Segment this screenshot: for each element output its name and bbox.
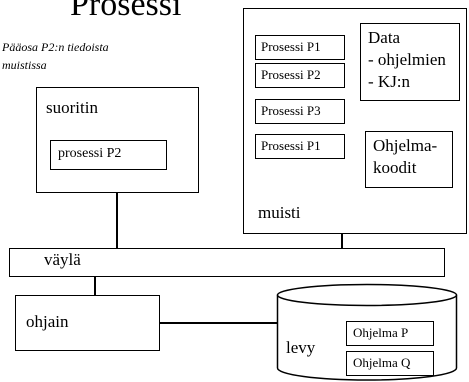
disk-program-p	[346, 321, 434, 346]
memory-process-3-label: Prosessi P3	[261, 103, 321, 118]
bus-bar	[9, 248, 445, 277]
memory-process-2-label: Prosessi P2	[261, 67, 321, 82]
cpu-bus-connector	[116, 193, 118, 249]
controller-label: ohjain	[26, 312, 69, 331]
slide-title: Prosessi	[70, 0, 182, 23]
disk-program-p-label: Ohjelma P	[353, 325, 409, 340]
cpu-label: suoritin	[46, 98, 98, 117]
memory-code-line-1: Ohjelma-	[373, 136, 438, 155]
cpu-process-label: prosessi P2	[58, 146, 122, 161]
memory-code-box	[365, 131, 453, 188]
memory-code-line-2: koodit	[373, 158, 417, 177]
cpu-process-box	[50, 140, 167, 170]
memory-bus-connector	[341, 234, 343, 249]
memory-process-4	[255, 134, 345, 159]
bus-label: väylä	[44, 250, 81, 269]
memory-process-2	[255, 63, 345, 88]
controller-disk-connector	[160, 322, 278, 324]
note-line-2: muistissa	[2, 58, 47, 72]
disk-label: levy	[286, 338, 316, 357]
memory-data-line-1: Data	[368, 28, 401, 47]
controller-box	[15, 295, 160, 351]
memory-process-3	[255, 99, 345, 124]
memory-data-box	[360, 23, 460, 101]
disk-program-q-label: Ohjelma Q	[353, 355, 411, 370]
disk-program-q	[346, 351, 434, 376]
memory-process-4-label: Prosessi P1	[261, 138, 321, 153]
bus-controller-connector	[94, 277, 96, 295]
memory-data-line-3: - KJ:n	[368, 72, 411, 91]
note-line-1: Pääosa P2:n tiedoista	[2, 40, 109, 54]
memory-data-line-2: - ohjelmien	[368, 50, 446, 69]
memory-process-1-label: Prosessi P1	[261, 39, 321, 54]
memory-process-1	[255, 35, 345, 60]
memory-label: muisti	[258, 203, 301, 222]
